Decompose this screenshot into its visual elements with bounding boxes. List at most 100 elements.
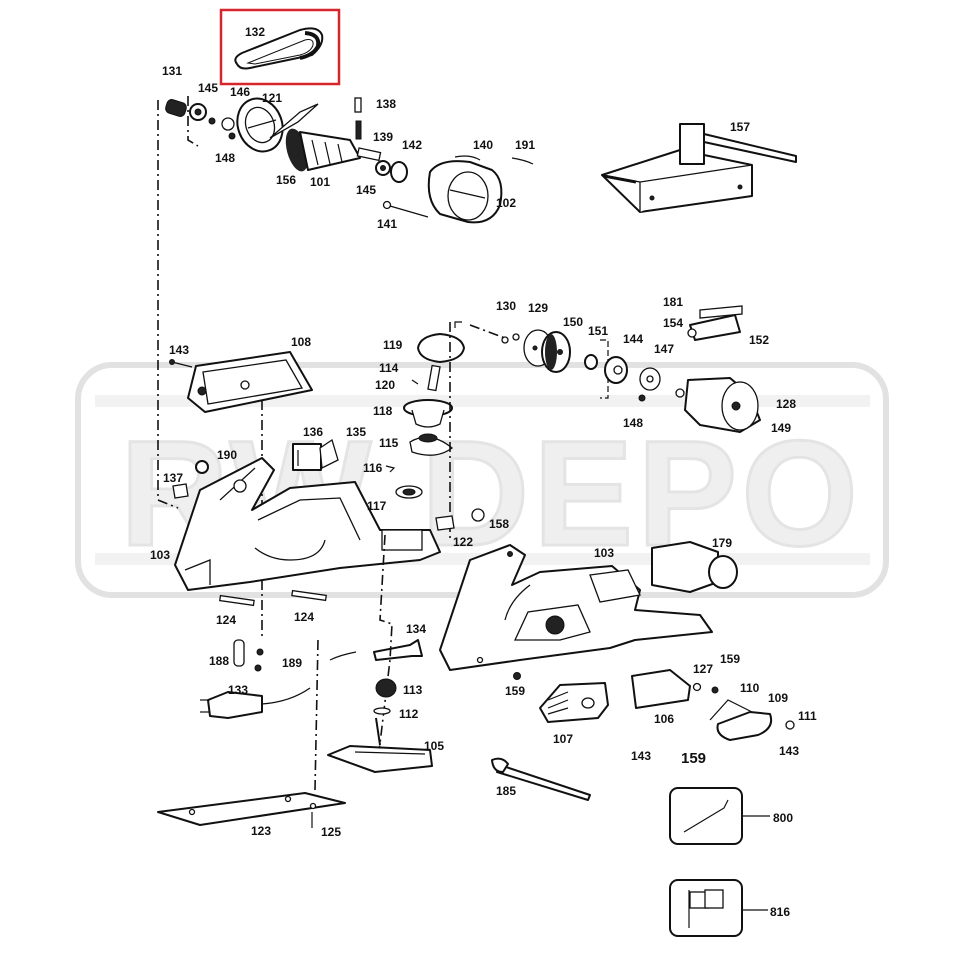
part-label-130[interactable]: 130 <box>496 299 516 313</box>
part-label-113[interactable]: 113 <box>403 683 423 697</box>
part-label-185[interactable]: 185 <box>496 784 516 798</box>
part-label-110[interactable]: 110 <box>740 681 760 695</box>
part-label-159[interactable]: 159 <box>681 750 706 767</box>
part-label-149[interactable]: 149 <box>771 421 791 435</box>
part-label-156[interactable]: 156 <box>276 173 296 187</box>
part-label-134[interactable]: 134 <box>406 622 426 636</box>
part-133-plug[interactable] <box>200 687 311 719</box>
part-label-143[interactable]: 143 <box>169 343 189 357</box>
part-label-119[interactable]: 119 <box>383 338 403 352</box>
part-label-129[interactable]: 129 <box>528 301 548 315</box>
part-label-137[interactable]: 137 <box>163 471 183 485</box>
part-label-157[interactable]: 157 <box>730 120 750 134</box>
part-label-138[interactable]: 138 <box>376 97 396 111</box>
part-label-145[interactable]: 145 <box>356 183 376 197</box>
part-label-152[interactable]: 152 <box>749 333 769 347</box>
part-label-103[interactable]: 103 <box>594 546 614 560</box>
part-label-191[interactable]: 191 <box>515 138 535 152</box>
part-label-158[interactable]: 158 <box>489 517 509 531</box>
part-label-123[interactable]: 123 <box>251 824 271 838</box>
part-179-dust-nozzle[interactable] <box>651 541 738 593</box>
part-188-clamp[interactable] <box>233 639 245 667</box>
part-label-145[interactable]: 145 <box>198 81 218 95</box>
part-label-132[interactable]: 132 <box>245 25 265 39</box>
part-label-118[interactable]: 118 <box>373 404 393 418</box>
motor-assembly <box>165 96 534 224</box>
part-label-150[interactable]: 150 <box>563 315 583 329</box>
highlight-box <box>219 8 341 86</box>
part-label-114[interactable]: 114 <box>379 361 399 375</box>
part-124-b[interactable] <box>291 589 327 602</box>
part-label-142[interactable]: 142 <box>402 138 422 152</box>
part-132-belt[interactable] <box>234 27 324 70</box>
part-label-147[interactable]: 147 <box>654 342 674 356</box>
accessory-box-816[interactable] <box>669 879 768 937</box>
part-124-a[interactable] <box>219 594 255 607</box>
part-185-wrench[interactable] <box>491 757 591 801</box>
part-label-181[interactable]: 181 <box>663 295 683 309</box>
part-label-121[interactable]: 121 <box>262 91 282 105</box>
part-label-122[interactable]: 122 <box>453 535 473 549</box>
part-label-105[interactable]: 105 <box>424 739 444 753</box>
part-label-109[interactable]: 109 <box>768 691 788 705</box>
part-label-125[interactable]: 125 <box>321 825 341 839</box>
part-137[interactable] <box>172 483 189 499</box>
part-label-120[interactable]: 120 <box>375 378 395 392</box>
part-label-179[interactable]: 179 <box>712 536 732 550</box>
part-103-housing-right[interactable] <box>439 544 713 671</box>
part-label-148[interactable]: 148 <box>215 151 235 165</box>
part-label-190[interactable]: 190 <box>217 448 237 462</box>
part-label-127[interactable]: 127 <box>693 662 713 676</box>
part-107-belt-guard[interactable] <box>539 682 609 723</box>
part-label-133[interactable]: 133 <box>228 683 248 697</box>
part-label-101[interactable]: 101 <box>310 175 330 189</box>
part-label-141[interactable]: 141 <box>377 217 397 231</box>
part-135-switch[interactable] <box>292 438 339 471</box>
part-label-159[interactable]: 159 <box>720 652 740 666</box>
part-108-cover[interactable] <box>169 351 313 413</box>
part-label-800[interactable]: 800 <box>773 811 793 825</box>
part-label-116[interactable]: 116 <box>363 461 383 475</box>
part-190-ring[interactable] <box>195 460 209 474</box>
part-110-spring[interactable] <box>709 699 753 721</box>
part-label-136[interactable]: 136 <box>303 425 323 439</box>
part-label-106[interactable]: 106 <box>654 712 674 726</box>
part-label-112[interactable]: 112 <box>399 707 419 721</box>
part-122[interactable] <box>435 515 455 531</box>
part-label-139[interactable]: 139 <box>373 130 393 144</box>
part-134-cable-sleeve[interactable] <box>329 639 423 661</box>
part-label-124[interactable]: 124 <box>216 613 236 627</box>
part-106-plate[interactable] <box>631 669 691 709</box>
part-label-148[interactable]: 148 <box>623 416 643 430</box>
part-label-103[interactable]: 103 <box>150 548 170 562</box>
part-label-146[interactable]: 146 <box>230 85 250 99</box>
part-label-124[interactable]: 124 <box>294 610 314 624</box>
part-109-lever[interactable] <box>716 711 773 741</box>
part-label-108[interactable]: 108 <box>291 335 311 349</box>
part-label-143[interactable]: 143 <box>631 749 651 763</box>
part-label-102[interactable]: 102 <box>496 196 516 210</box>
part-label-144[interactable]: 144 <box>623 332 643 346</box>
part-103-housing-left[interactable] <box>174 457 441 591</box>
part-label-143[interactable]: 143 <box>779 744 799 758</box>
part-label-140[interactable]: 140 <box>473 138 493 152</box>
part-label-117[interactable]: 117 <box>367 499 387 513</box>
part-label-111[interactable]: 111 <box>798 709 817 723</box>
accessory-box-800[interactable] <box>669 787 770 845</box>
part-label-115[interactable]: 115 <box>379 436 399 450</box>
part-label-107[interactable]: 107 <box>553 732 573 746</box>
part-label-816[interactable]: 816 <box>770 905 790 919</box>
part-label-189[interactable]: 189 <box>282 656 302 670</box>
part-label-159[interactable]: 159 <box>505 684 525 698</box>
part-105-base[interactable] <box>327 678 433 773</box>
part-label-128[interactable]: 128 <box>776 397 796 411</box>
part-label-188[interactable]: 188 <box>209 654 229 668</box>
part-158[interactable] <box>471 508 485 522</box>
part-label-151[interactable]: 151 <box>588 324 608 338</box>
part-label-131[interactable]: 131 <box>162 64 182 78</box>
part-label-154[interactable]: 154 <box>663 316 683 330</box>
part-157-fence[interactable] <box>601 123 797 213</box>
part-label-135[interactable]: 135 <box>346 425 366 439</box>
part-123-base-plate[interactable] <box>157 792 346 826</box>
